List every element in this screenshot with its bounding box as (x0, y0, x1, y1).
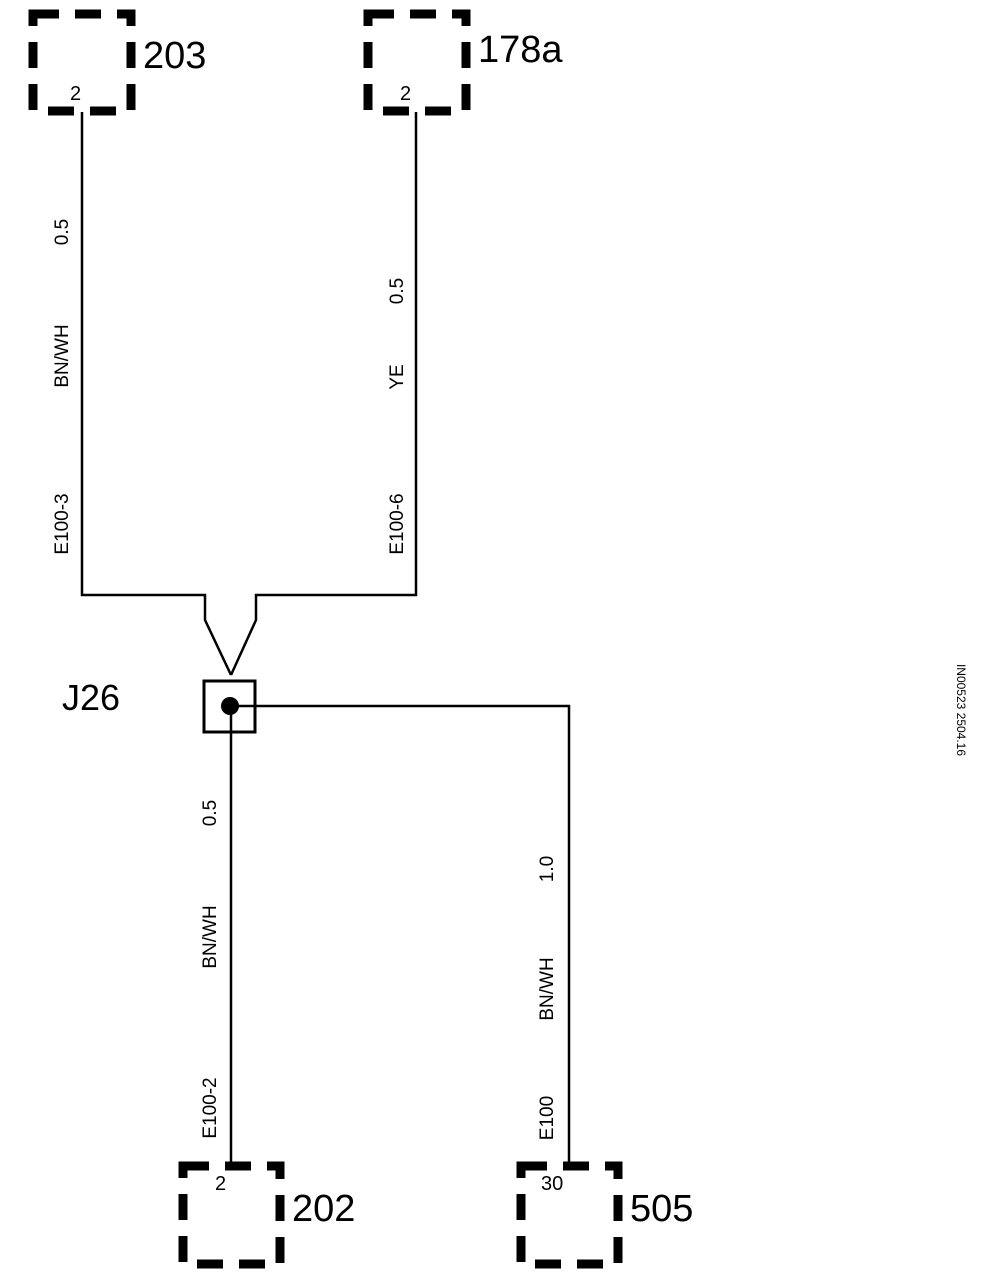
wire-203-to-j26[interactable] (80, 112, 233, 676)
wire-178a-circuit: E100-6 (387, 493, 408, 554)
component-178a-label: 178a (478, 29, 563, 71)
component-203-pin: 2 (70, 83, 81, 105)
wire-203-color: BN/WH (52, 324, 73, 387)
wire-505-color: BN/WH (537, 957, 558, 1020)
component-203[interactable]: 203 2 (28, 9, 206, 116)
wire-178a-size: 0.5 (387, 278, 408, 304)
component-202[interactable]: 202 2 (178, 1161, 355, 1269)
reference-code: IN00523 2504.16 (954, 664, 968, 756)
wire-178a-color: YE (387, 364, 408, 389)
wire-202-color: BN/WH (200, 905, 221, 968)
component-505-pin: 30 (541, 1173, 563, 1195)
wire-j26-to-505[interactable] (231, 704, 571, 1166)
component-203-label: 203 (143, 35, 206, 77)
wire-202-circuit: E100-2 (200, 1077, 221, 1138)
component-505[interactable]: 505 30 (516, 1161, 693, 1269)
component-178a-pin: 2 (400, 83, 411, 105)
wire-203-size: 0.5 (52, 219, 73, 245)
wire-505-circuit: E100 (537, 1096, 558, 1140)
wire-203-circuit: E100-3 (52, 493, 73, 554)
wire-178a-to-j26[interactable] (229, 112, 418, 676)
wire-202-size: 0.5 (200, 800, 221, 826)
junction-j26-label: J26 (62, 677, 120, 718)
component-178a[interactable]: 178a 2 (363, 9, 563, 116)
component-202-label: 202 (292, 1188, 355, 1230)
component-505-label: 505 (630, 1188, 693, 1230)
wire-505-size: 1.0 (537, 856, 558, 882)
component-202-pin: 2 (215, 1173, 226, 1195)
